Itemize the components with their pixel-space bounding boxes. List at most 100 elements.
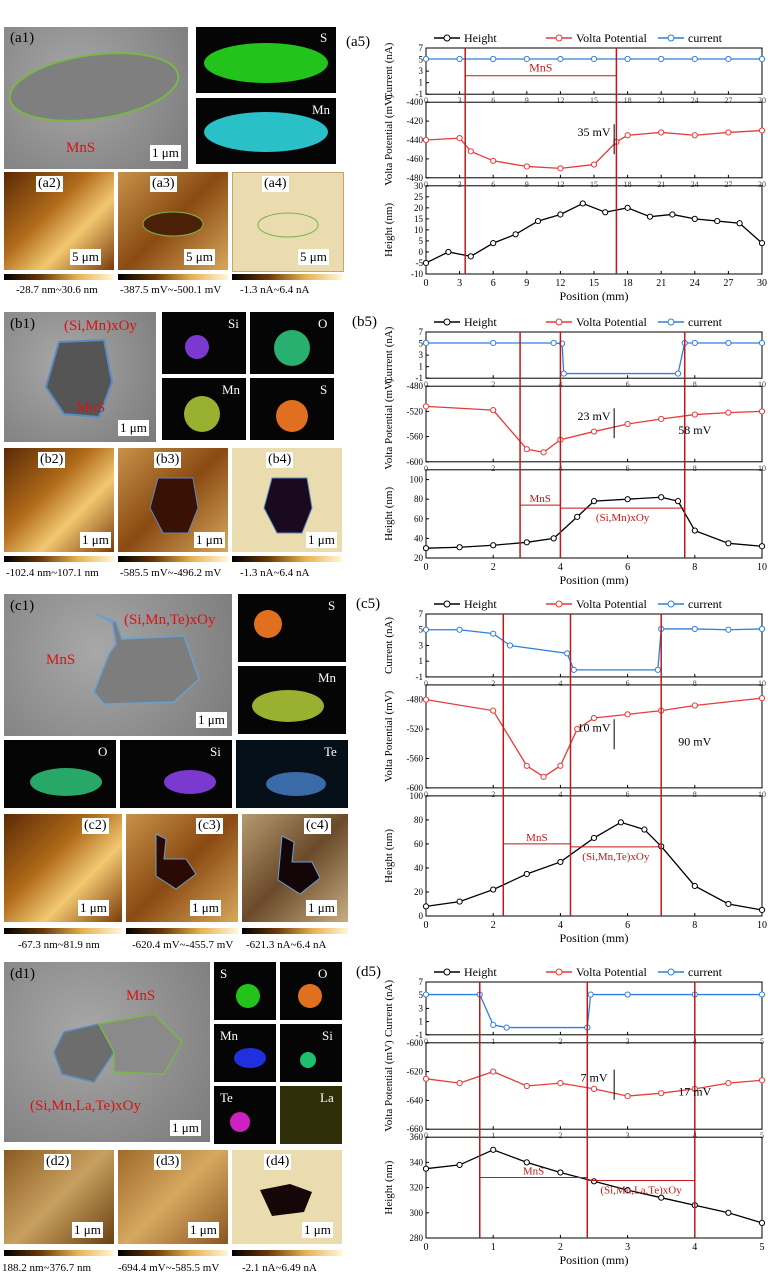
data-point: [725, 540, 732, 547]
data-point: [587, 991, 594, 998]
y-tick-label: 0: [419, 247, 424, 257]
data-point: [691, 55, 698, 63]
potential-difference-label: 10 mV: [578, 720, 611, 734]
x-tick-label: 10: [757, 920, 767, 931]
data-point: [641, 826, 648, 833]
legend-marker: [443, 968, 451, 976]
x-tick-label: 3: [458, 180, 462, 189]
eds-map-s: [214, 962, 276, 1020]
series-line: [425, 821, 763, 911]
data-point: [557, 762, 564, 769]
y-tick-label: -1: [416, 89, 424, 99]
x-tick-label: 18: [623, 278, 633, 289]
x-tick-label: 2: [491, 790, 495, 799]
colorbar: [4, 556, 114, 562]
data-point: [557, 55, 564, 63]
data-point: [624, 1187, 631, 1194]
data-point: [590, 1085, 598, 1092]
legend-marker: [667, 968, 675, 976]
y-tick-label: -480: [407, 381, 424, 391]
legend-marker: [667, 600, 675, 608]
data-point: [456, 135, 463, 142]
y-tick-label: 40: [414, 533, 424, 543]
legend-label: Height: [464, 597, 497, 611]
data-point: [512, 231, 519, 238]
x-tick-label: 27: [723, 278, 733, 289]
colorbar-range: 188.2 nm~376.7 nm: [2, 1262, 92, 1274]
scale-bar: 1 μm: [302, 1222, 333, 1238]
x-tick-label: 2: [558, 1131, 562, 1140]
y-tick-label: 1: [419, 78, 424, 88]
data-point: [467, 148, 474, 155]
legend-label: current: [688, 965, 723, 979]
panel-label-a2: (a2): [36, 176, 63, 192]
legend-label: current: [688, 315, 723, 329]
y-tick-label: -1: [416, 1030, 424, 1040]
colorbar-range: -621.3 nA~6.4 nA: [246, 939, 327, 951]
panel-label-d4: (d4): [264, 1154, 292, 1170]
x-tick-label: 1: [491, 1131, 495, 1140]
x-tick-label: 8: [693, 679, 697, 688]
x-tick-label: 0: [424, 180, 428, 189]
y-tick-label: 20: [414, 887, 424, 897]
subplot-frame: [425, 47, 763, 95]
phase-label-oxide: (Si,Mn,Te)xOy: [124, 612, 216, 628]
y-tick-label: 80: [414, 494, 424, 504]
eds-map-mn: [214, 1024, 276, 1082]
x-tick-label: 10: [758, 380, 766, 389]
x-tick-label: 0: [424, 790, 428, 799]
data-point: [658, 129, 665, 136]
phase-annotation: MnS: [523, 1166, 544, 1178]
colorbar: [232, 274, 342, 280]
data-point: [691, 625, 698, 633]
element-label: Mn: [312, 102, 331, 117]
x-tick-label: 10: [758, 790, 766, 799]
y-tick-label: 3: [419, 1003, 424, 1013]
legend-label: current: [688, 31, 723, 45]
data-point: [490, 630, 497, 637]
x-tick-label: 6: [626, 464, 630, 473]
element-label: O: [318, 316, 328, 331]
data-point: [579, 200, 586, 207]
subplot-frame: [425, 331, 763, 379]
colorbar-range: -102.4 nm~107.1 nm: [6, 567, 99, 579]
data-point: [590, 498, 598, 505]
data-point: [490, 339, 497, 347]
data-point: [523, 870, 530, 878]
eds-map-o: [250, 312, 334, 374]
x-tick-label: 21: [657, 180, 665, 189]
data-point: [758, 543, 766, 550]
eds-map-mn: [162, 378, 246, 440]
x-tick-label: 2: [558, 1242, 563, 1253]
data-point: [725, 339, 732, 347]
eds-map-si: [120, 740, 232, 808]
data-point: [758, 695, 766, 702]
colorbar-range: -1.3 nA~6.4 nA: [240, 284, 310, 296]
series-line: [426, 628, 763, 671]
x-tick-label: 2: [491, 920, 496, 931]
subplot-frame: [425, 684, 763, 789]
x-tick-label: 24: [690, 278, 700, 289]
data-point: [422, 55, 430, 63]
phase-annotation: (Si,Mn,La,Te)xOy: [600, 1185, 682, 1197]
data-point: [654, 666, 661, 673]
eds-map-si: [280, 1024, 342, 1082]
data-point: [758, 339, 766, 347]
y-axis-label: Height (nm): [383, 1160, 395, 1214]
data-point: [456, 1161, 463, 1169]
colorbar: [4, 274, 114, 280]
x-tick-label: 21: [656, 278, 666, 289]
data-point: [691, 882, 698, 890]
subplot-frame: [425, 469, 763, 559]
data-point: [725, 1209, 732, 1216]
y-tick-label: 3: [419, 640, 424, 650]
element-label: Mn: [222, 382, 241, 397]
y-axis-label: Volta Potential (mV): [383, 690, 395, 782]
x-tick-label: 8: [692, 562, 697, 573]
series-line: [426, 993, 762, 1029]
data-point: [557, 1169, 564, 1176]
data-point: [624, 496, 631, 503]
scale-bar: 5 μm: [184, 249, 215, 265]
